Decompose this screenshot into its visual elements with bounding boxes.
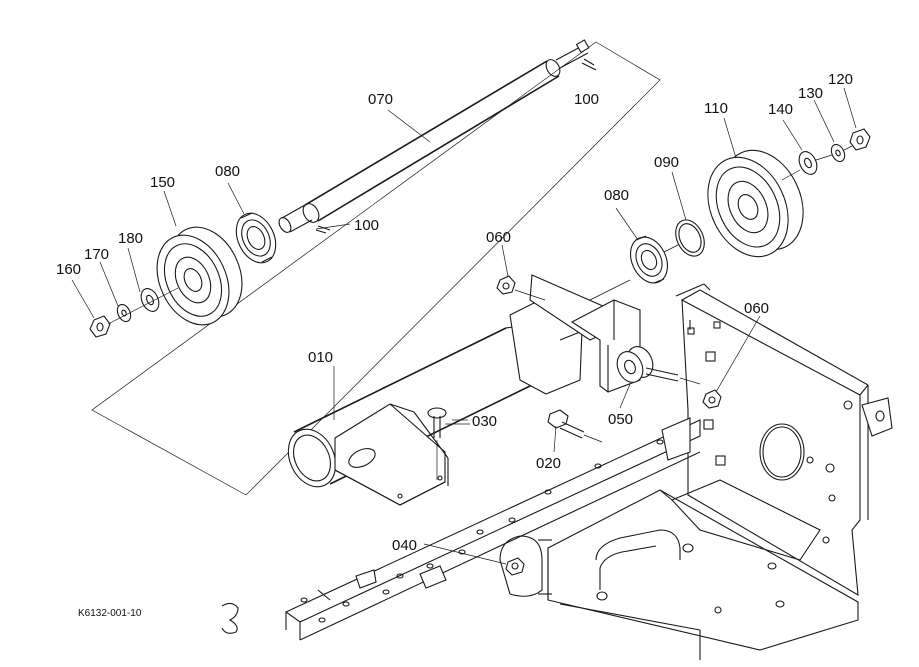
label-100-top: 100 [574,91,599,108]
bearing-080-right [630,235,668,284]
roller-050 [616,346,701,385]
label-120: 120 [828,71,853,88]
label-080-right: 080 [604,187,629,204]
lower-frame-rail [284,417,701,641]
axis-lines [107,145,853,325]
label-060-upper: 060 [486,229,511,246]
frame-fragment [221,602,239,634]
washer-140 [798,151,818,175]
label-090: 090 [654,154,679,171]
shaft-070 [278,39,597,234]
figure-reference: K6132-001-10 [78,608,142,619]
lower-cross-member [547,479,859,660]
snap-ring-090 [675,219,705,257]
nut-060-upper [496,275,546,301]
label-110: 110 [704,100,728,117]
bolt-030 [427,407,470,480]
pulley-110 [707,149,804,258]
label-170: 170 [84,246,109,263]
label-060-right: 060 [744,300,769,317]
label-100-lower: 100 [354,217,379,234]
nut-160 [89,315,111,338]
label-040: 040 [392,537,417,554]
part-labels: 070 100 100 150 080 180 170 160 080 090 … [56,71,853,619]
washer-130 [830,143,846,163]
label-140: 140 [768,101,793,118]
label-010: 010 [308,349,333,366]
label-150: 150 [150,174,175,191]
label-130: 130 [798,85,823,102]
label-030: 030 [472,413,497,430]
side-frame-plate [675,283,893,597]
bolt-020 [547,409,603,443]
label-070: 070 [368,91,393,108]
label-050: 050 [608,411,633,428]
assembly-group-outline [91,41,661,496]
label-180: 180 [118,230,143,247]
leader-lines [71,87,857,565]
nut-060-right [702,389,722,409]
washer-180 [140,288,160,312]
label-080-left: 080 [215,163,240,180]
label-020: 020 [536,455,561,472]
saddle-bracket [334,403,449,506]
pulley-150 [156,226,243,326]
gusset-040 [499,535,552,597]
bearing-080-left [235,212,277,264]
nut-120 [849,128,871,151]
label-160: 160 [56,261,81,278]
